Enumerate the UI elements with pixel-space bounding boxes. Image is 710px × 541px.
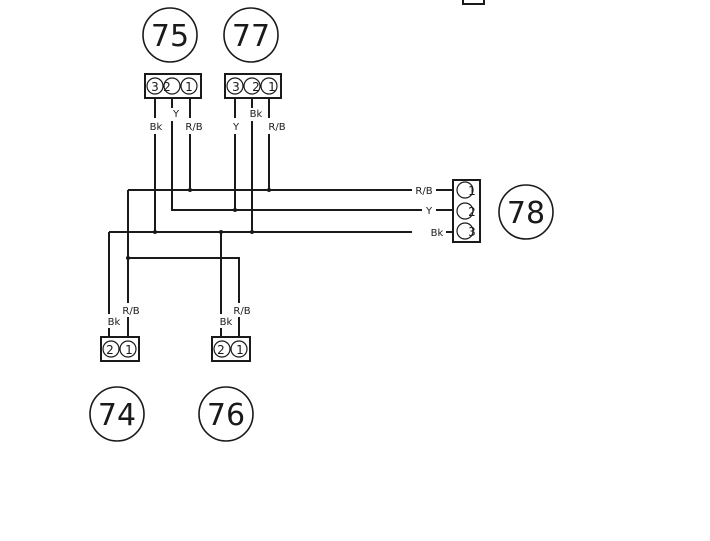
connector-74: 2 1: [100, 336, 140, 362]
callout-76: 76: [198, 386, 254, 442]
pin-label: 2: [468, 205, 476, 219]
wire-label-76-rb: R/B: [233, 306, 250, 317]
connector-76: 2 1: [211, 336, 251, 362]
cropped-box-edge: [462, 0, 485, 5]
pin-label: 3: [468, 225, 476, 239]
pin-label: 3: [232, 80, 240, 94]
callout-78-label: 78: [507, 196, 545, 231]
junction: [250, 230, 254, 234]
connector-75: 3 2 1: [144, 73, 202, 99]
pin-label: 2: [163, 80, 171, 94]
pin-label: 3: [151, 80, 159, 94]
callout-74: 74: [89, 386, 145, 442]
callout-76-label: 76: [207, 398, 245, 433]
wire-label-77-y: Y: [232, 122, 240, 133]
junction: [267, 188, 271, 192]
connector-77: 3 2 1: [224, 73, 282, 99]
pin-label: 2: [217, 343, 225, 357]
pin-label: 1: [468, 184, 476, 198]
callout-75: 75: [142, 7, 198, 63]
wire-label-75-bk: Bk: [150, 122, 163, 133]
connector-78: 1 2 3: [452, 179, 481, 243]
wire-label-78-y: Y: [425, 206, 433, 217]
pin-label: 2: [106, 343, 114, 357]
wire-label-75-y: Y: [172, 109, 180, 120]
callout-74-label: 74: [98, 398, 136, 433]
wire-label-75-rb: R/B: [185, 122, 202, 133]
wire-label-77-rb: R/B: [268, 122, 285, 133]
wire-rb-branch: [128, 257, 240, 303]
wire-label-74-rb: R/B: [122, 306, 139, 317]
wire-label-77-bk: Bk: [250, 109, 263, 120]
junction: [219, 230, 223, 234]
wire-75-y-run: [171, 121, 235, 211]
wire-label-74-bk: Bk: [108, 317, 121, 328]
callout-78: 78: [498, 184, 554, 240]
junction: [188, 188, 192, 192]
junction: [126, 256, 130, 260]
callout-77: 77: [223, 7, 279, 63]
junction: [153, 230, 157, 234]
pin-label: 1: [236, 343, 244, 357]
callout-77-label: 77: [232, 19, 270, 54]
pin-label: 1: [185, 80, 193, 94]
junction: [233, 208, 237, 212]
wire-label-78-bk: Bk: [431, 228, 444, 239]
callout-75-label: 75: [151, 19, 189, 54]
wire-label-76-bk: Bk: [220, 317, 233, 328]
pin-label: 1: [268, 80, 276, 94]
pin-label: 1: [125, 343, 133, 357]
pin-label: 2: [252, 80, 260, 94]
wire-label-78-rb: R/B: [415, 186, 432, 197]
